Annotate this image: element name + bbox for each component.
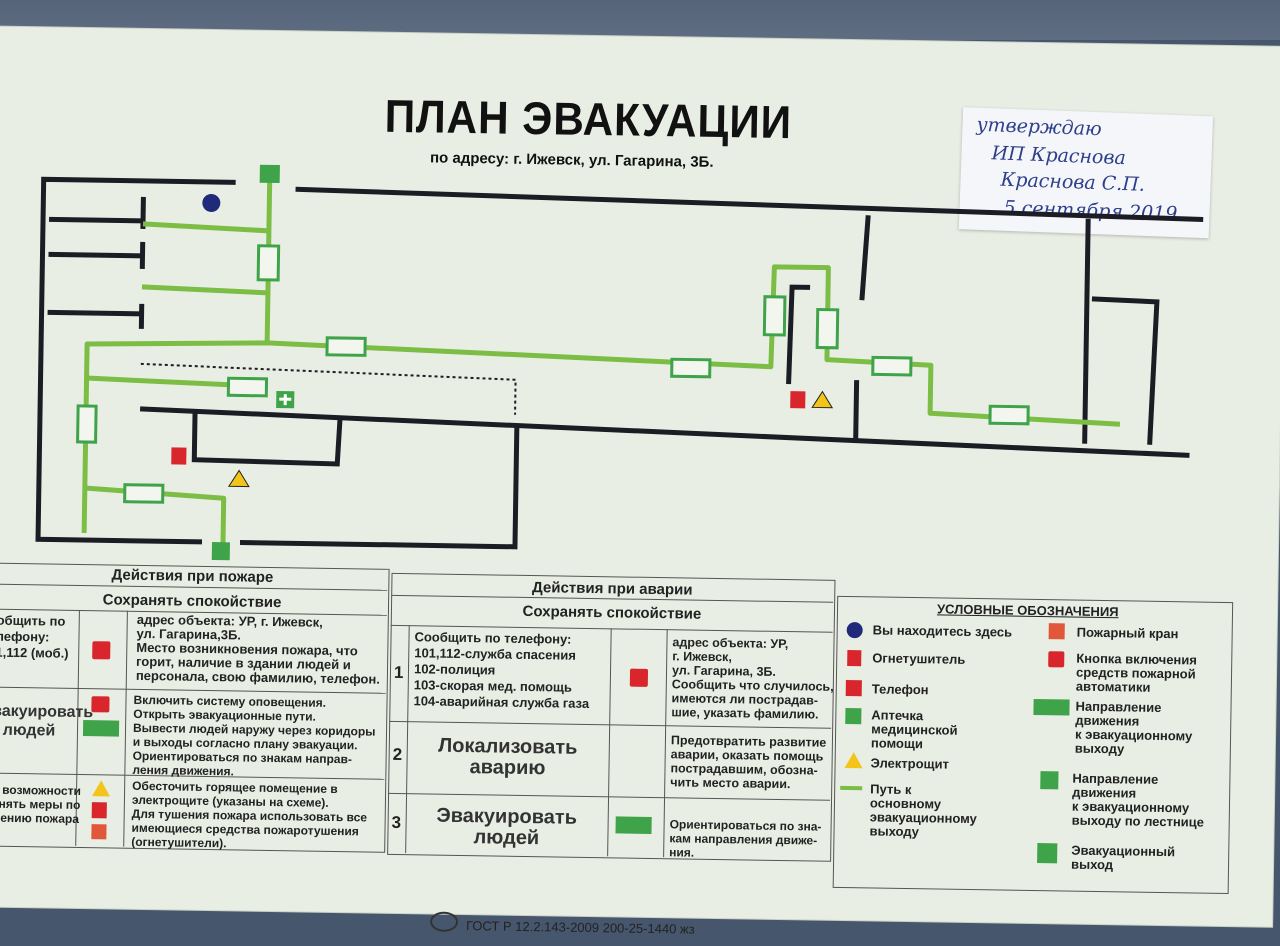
- markers: [171, 193, 834, 488]
- walls: [35, 176, 1204, 550]
- legend-item: Направление движения к эвакуационному вы…: [1071, 770, 1205, 830]
- fire-row2-right: Включить систему оповещения. Открыть эва…: [132, 692, 376, 779]
- phone-icon: [92, 641, 111, 660]
- evac-direction-icon: [76, 404, 98, 444]
- accident-row1-left: Сообщить по телефону: 101,112-служба спа…: [413, 629, 590, 711]
- accident-row1-right: адрес объекта: УР, г. Ижевск, ул. Гагари…: [671, 635, 834, 722]
- accident-row2-left: Локализовать аварию: [438, 734, 578, 780]
- floor-plan: [35, 164, 1204, 561]
- legend-item: Путь к основному эвакуационному выходу: [869, 781, 977, 840]
- extinguisher-icon: [790, 391, 806, 409]
- emergency-exit-icon: [259, 164, 280, 184]
- fire-row3-right: Обесточить горящее помещение в электрощи…: [131, 778, 368, 851]
- accident-row-number: 3: [391, 812, 402, 833]
- emergency-exit-icon: [1037, 843, 1058, 864]
- emergency-exit-icon: [211, 542, 231, 561]
- evac-direction-icon: [1033, 698, 1070, 716]
- extinguisher-icon: [847, 650, 862, 667]
- evac-direction-icon: [871, 355, 913, 377]
- fire-row2-left: эвакуировать людей: [0, 702, 94, 740]
- phone-icon: [629, 668, 649, 687]
- legend-title: УСЛОВНЫЕ ОБОЗНАЧЕНИЯ: [936, 601, 1119, 620]
- evac-direction-icon: [762, 295, 787, 337]
- legend-item: Направление движения к эвакуационному вы…: [1074, 698, 1193, 757]
- legend-item: Аптечка медицинской помощи: [870, 707, 958, 752]
- accident-row2-right: Предотвратить развитие аварии, оказать п…: [670, 733, 827, 792]
- evac-direction-icon: [815, 307, 840, 350]
- electric-panel-icon: [844, 751, 863, 769]
- accident-row-number: 1: [393, 662, 404, 683]
- fire-hydrant-icon: [1048, 623, 1065, 640]
- accident-row3-right: Ориентироваться по зна- кам направления …: [669, 817, 822, 860]
- evac-signs: [76, 164, 1030, 561]
- legend-item: Электрощит: [870, 755, 950, 772]
- legend-item: Пожарный кран: [1076, 624, 1179, 642]
- phone-icon: [845, 680, 862, 697]
- evac-stairs-direction-icon: [1040, 771, 1059, 790]
- fire-alarm-button-icon: [91, 696, 110, 713]
- evacuation-plan-poster: ПЛАН ЭВАКУАЦИИ по адресу: г. Ижевск, ул.…: [0, 26, 1280, 937]
- evacuation-route: [81, 178, 1121, 551]
- you-are-here-icon: [202, 193, 221, 212]
- evac-direction-icon: [988, 404, 1030, 426]
- legend-item: Кнопка включения средств пожарной автома…: [1075, 650, 1198, 695]
- evac-direction-icon: [325, 336, 367, 357]
- fire-hydrant-icon: [91, 824, 107, 840]
- evac-direction-icon: [615, 816, 652, 834]
- extinguisher-icon: [171, 447, 187, 465]
- legend-item: Телефон: [871, 681, 929, 698]
- extinguisher-icon: [91, 802, 107, 819]
- thin-walls: [140, 362, 517, 415]
- evac-direction-icon: [123, 483, 165, 504]
- accident-row3-left: Эвакуировать людей: [436, 804, 578, 850]
- gost-footer: ГОСТ Р 12.2.143-2009 200-25-1440 жз: [465, 918, 695, 937]
- first-aid-icon: [845, 708, 862, 725]
- electric-panel-icon: [811, 390, 834, 409]
- accident-row-number: 2: [392, 744, 403, 765]
- legend-item: Вы находитесь здесь: [872, 622, 1013, 640]
- electric-panel-icon: [227, 469, 250, 488]
- electric-panel-icon: [91, 780, 111, 797]
- certification-mark: [429, 911, 459, 932]
- evac-direction-icon: [82, 720, 120, 737]
- fire-row3-left: ри возможности ринять меры по ушению пож…: [0, 782, 82, 826]
- fire-row1-right: адрес объекта: УР, г. Ижевск, ул. Гагари…: [135, 611, 381, 687]
- evac-path-icon: [840, 785, 863, 791]
- fire-row1-left: ообщить по елефону: 01,112 (моб.): [0, 612, 69, 661]
- evac-direction-icon: [226, 376, 269, 398]
- evac-direction-icon: [670, 357, 712, 379]
- evac-direction-icon: [256, 244, 281, 282]
- fire-alarm-button-icon: [1048, 651, 1065, 668]
- legend-item: Огнетушитель: [872, 650, 966, 667]
- legend-item: Эвакуационный выход: [1070, 842, 1176, 873]
